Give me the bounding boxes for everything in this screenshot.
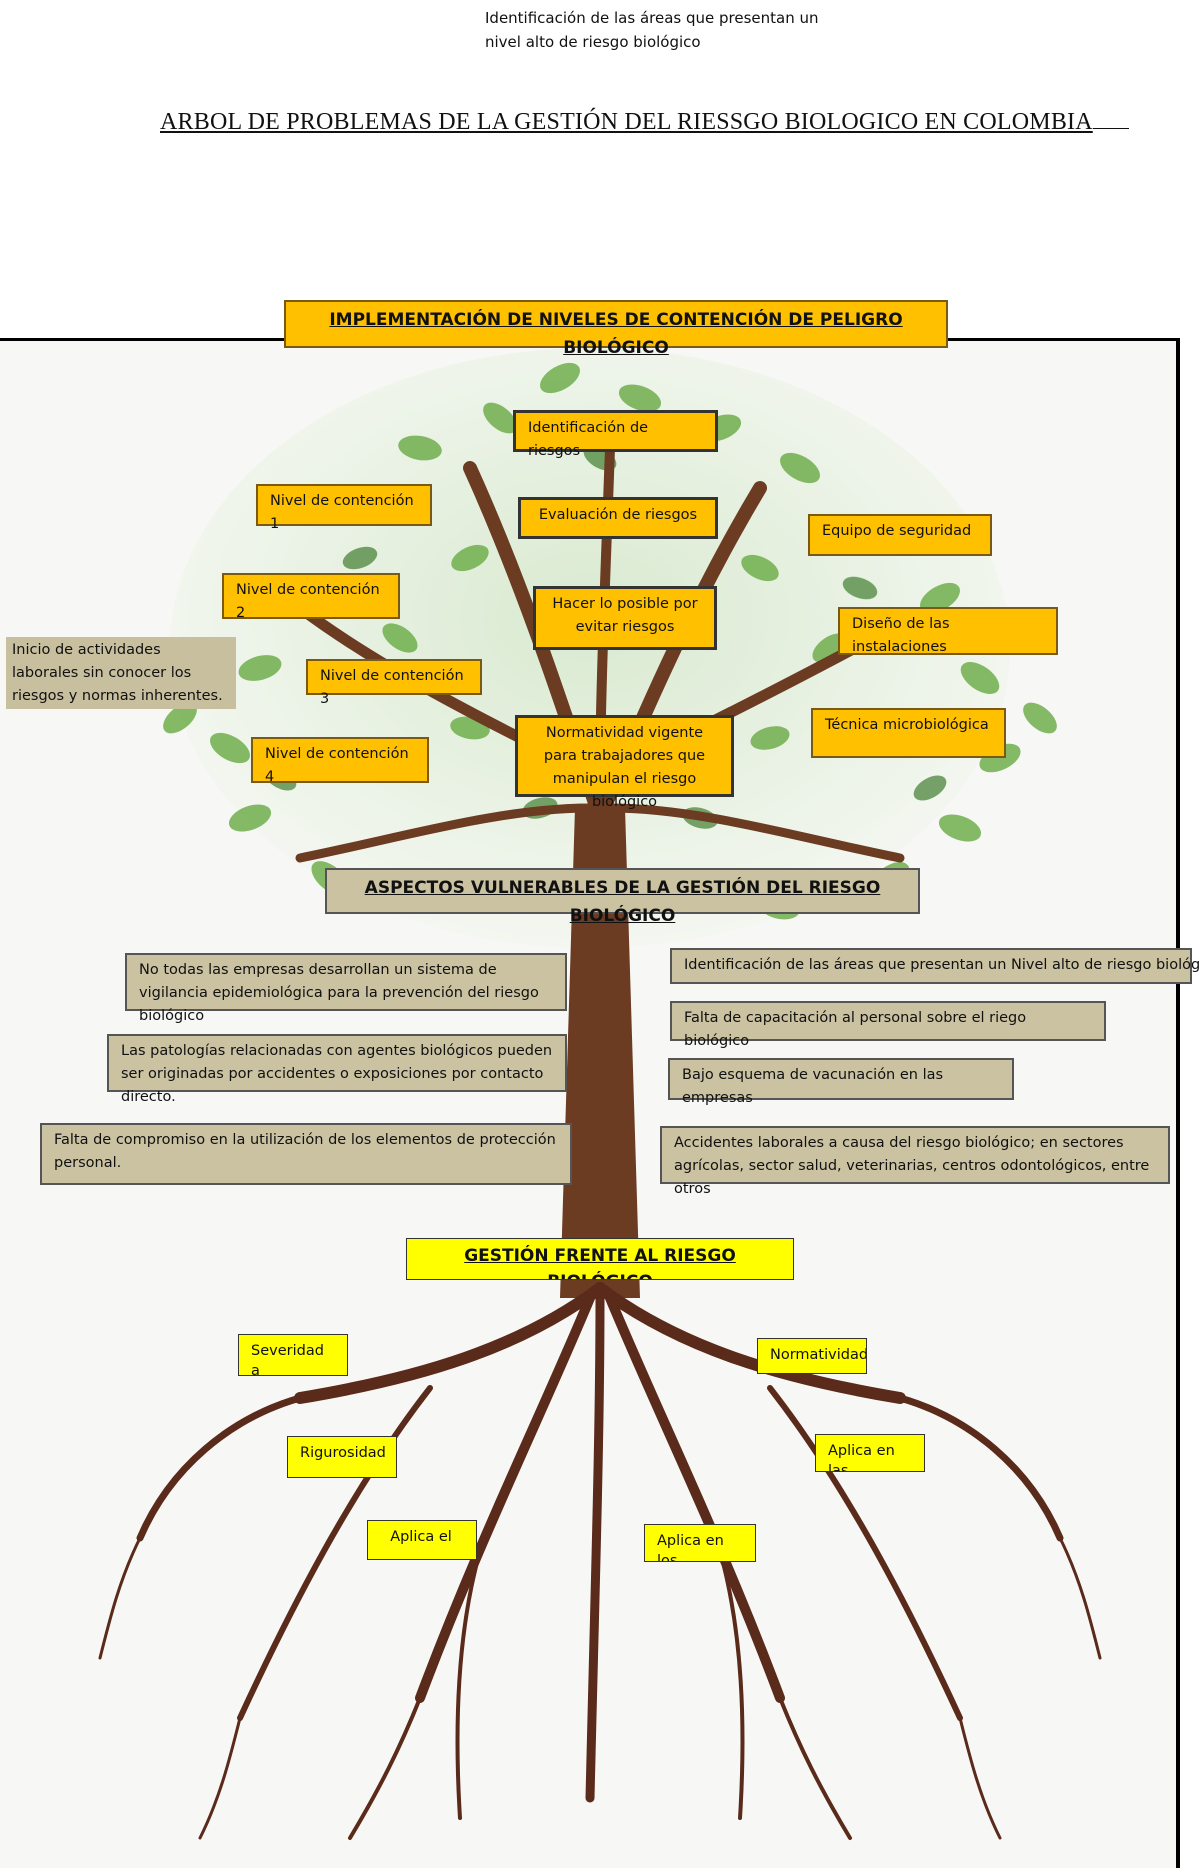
box-normatividad-roots: Normatividad (757, 1338, 867, 1374)
roots-heading: GESTIÓN FRENTE AL RIESGO BIOLÓGICO (406, 1238, 794, 1280)
box-aplica-el: Aplica el (367, 1520, 477, 1560)
box-aplica-en-las: Aplica en las (815, 1434, 925, 1472)
main-title: ARBOL DE PROBLEMAS DE LA GESTIÓN DEL RIE… (160, 106, 1129, 136)
top-note: Identificación de las áreas que presenta… (485, 9, 819, 51)
box-nivel-contencion-2: Nivel de contención 2 (222, 573, 400, 621)
box-hacer-lo-posible: Hacer lo posible por evitar riesgos (533, 586, 717, 650)
box-normatividad-vigente: Normatividad vigente para trabajadores q… (515, 715, 734, 810)
crown-heading: IMPLEMENTACIÓN DE NIVELES DE CONTENCIÓN … (284, 300, 948, 358)
box-nivel-contencion-4: Nivel de contención 4 (251, 737, 429, 785)
box-severidad: Severidad a (238, 1334, 348, 1376)
box-no-todas-empresas: No todas las empresas desarrollan un sis… (125, 953, 567, 1024)
box-identificacion-areas: Identificación de las áreas que presenta… (670, 948, 1200, 984)
box-falta-capacitacion: Falta de capacitación al personal sobre … (670, 1001, 1106, 1049)
title-underline-tail (1092, 106, 1129, 129)
box-tecnica-microbiologica: Técnica microbiológica (811, 708, 1006, 758)
box-aplica-en-los: Aplica en los (644, 1524, 756, 1562)
box-diseno-instalaciones: Diseño de las instalaciones (838, 607, 1058, 655)
tree-trunk (560, 808, 640, 1298)
box-bajo-esquema-vacunacion: Bajo esquema de vacunación en las empres… (668, 1058, 1014, 1106)
box-equipo-seguridad: Equipo de seguridad (808, 514, 992, 556)
box-accidentes-laborales: Accidentes laborales a causa del riesgo … (660, 1126, 1170, 1197)
box-patologias: Las patologías relacionadas con agentes … (107, 1034, 567, 1105)
main-title-text: ARBOL DE PROBLEMAS DE LA GESTIÓN DEL RIE… (160, 109, 1093, 135)
box-nivel-contencion-1: Nivel de contención 1 (256, 484, 432, 532)
box-evaluacion-riesgos: Evaluación de riesgos (518, 497, 718, 539)
trunk-heading: ASPECTOS VULNERABLES DE LA GESTIÓN DEL R… (325, 868, 920, 926)
box-nivel-contencion-3: Nivel de contención 3 (306, 659, 482, 707)
box-identificacion-riesgos: Identificación de riesgos (513, 410, 718, 459)
box-inicio-actividades: Inicio de actividades laborales sin cono… (6, 637, 236, 709)
box-falta-compromiso: Falta de compromiso en la utilización de… (40, 1123, 572, 1185)
tree-roots (98, 1282, 1102, 1840)
box-rigurosidad: Rigurosidad (287, 1436, 397, 1478)
